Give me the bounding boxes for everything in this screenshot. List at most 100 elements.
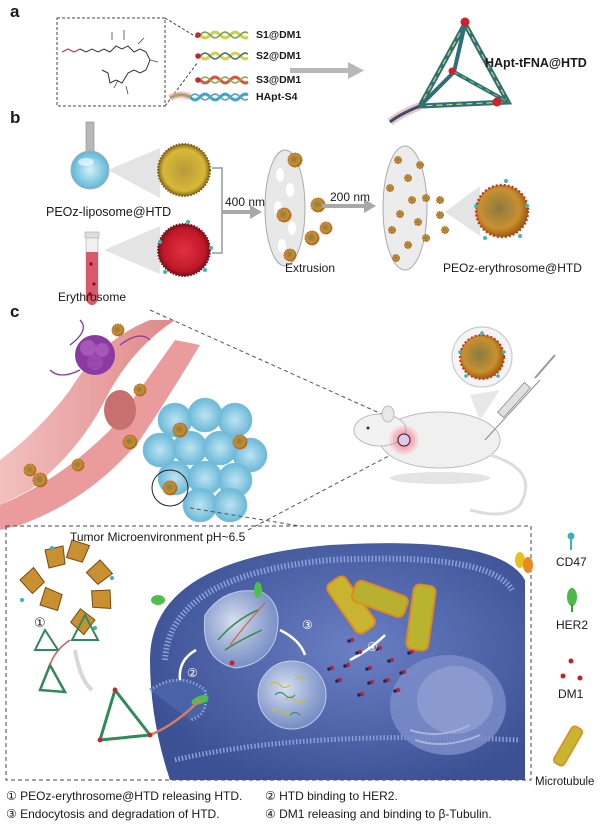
her2-icon (567, 588, 577, 612)
microtubule-structures (326, 575, 437, 652)
mouse-icon (353, 405, 528, 516)
caption-step-4: ④ DM1 releasing and binding to β-Tubulin… (265, 807, 492, 821)
dm1-dot (377, 645, 383, 651)
liposome-icon (157, 143, 211, 197)
step-4-marker: ④ (367, 640, 378, 654)
dna-strand (195, 51, 249, 61)
nanoparticle (283, 248, 297, 262)
strand-label-s3: S3@DM1 (256, 74, 302, 86)
extrude-arrow-2 (322, 199, 376, 213)
immune-cell (49, 319, 151, 376)
nanoparticle (408, 196, 416, 204)
arrow-step-4 (349, 634, 386, 662)
label-200nm: 200 nm (330, 190, 371, 204)
assembly-arrow (290, 62, 364, 79)
liposome-fragment (65, 539, 91, 563)
dm1-molecules (327, 637, 415, 697)
inset-title: Tumor Microenvironment pH~6.5 (70, 530, 246, 544)
nanoparticle (287, 152, 303, 168)
dm1-dot (385, 677, 391, 683)
label-peoz-erythrosome: PEOz-erythrosome@HTD (443, 261, 582, 275)
nanoparticle (23, 463, 37, 477)
label-erythrosome: Erythrosome (58, 290, 127, 304)
liposome-fragment (85, 559, 114, 585)
step-1-marker: ① (34, 615, 46, 630)
nanoparticle (441, 226, 449, 234)
caption-step-2: ② HTD binding to HER2. (265, 789, 398, 803)
panel-label-a: a (10, 2, 20, 21)
strand-label-s1: S1@DM1 (256, 29, 302, 41)
nanoparticle (386, 184, 394, 192)
nanoparticle (436, 196, 444, 204)
liposome-fragment (91, 589, 112, 609)
dm1-dot (359, 691, 365, 697)
legend-label-dm1: DM1 (558, 687, 584, 701)
liposome-fragment (19, 566, 45, 595)
nanoparticle (111, 323, 125, 337)
dm1-dot (337, 677, 343, 683)
zoom-circle (151, 469, 189, 507)
tumor-microenvironment-box (5, 525, 532, 781)
nanoparticle (422, 234, 430, 242)
nanoparticle (71, 458, 85, 472)
tetrahedron-dna (387, 17, 513, 126)
zoom-line-bottom (247, 449, 401, 531)
nanoparticle (436, 211, 444, 219)
nanoparticle (162, 480, 178, 496)
strand-label-s2: S2@DM1 (256, 50, 302, 62)
dm1-dot (395, 687, 401, 693)
label-400nm: 400 nm (225, 195, 266, 209)
dm1-dot (345, 662, 351, 668)
dm1-dot (349, 637, 355, 643)
nanoparticles-circulating (23, 323, 248, 496)
dm1-cap (195, 77, 201, 83)
dm1-dot (409, 649, 415, 655)
cd47-icon (567, 532, 575, 550)
nanoparticle (416, 161, 424, 169)
erythrocyte-membrane-icon (157, 220, 213, 277)
panel-label-c: c (10, 302, 20, 321)
nanoparticle (122, 434, 138, 450)
caption-step-3: ③ Endocytosis and degradation of HTD. (6, 807, 220, 821)
dna-strand (195, 75, 249, 85)
dm1-dot (389, 657, 395, 663)
dm1-dot (367, 665, 373, 671)
nanoparticle (392, 254, 400, 262)
dna-strand (168, 91, 249, 102)
nanoparticle (404, 174, 412, 182)
nanoparticle (414, 218, 422, 226)
step-2-marker: ② (187, 666, 198, 680)
dna-strands (168, 30, 249, 102)
dm1-dot (401, 669, 407, 675)
nanoparticle (396, 210, 404, 218)
liposome-fragments (19, 539, 114, 636)
nanoparticle (32, 472, 48, 488)
dm1-cap (195, 53, 201, 59)
filter-membrane-200nm (382, 145, 428, 271)
dm1-structure-box (56, 17, 199, 107)
nanoparticle (394, 156, 402, 164)
microtubule-icon (553, 725, 583, 767)
nanoparticles-filter1 (276, 152, 333, 262)
tumor-cell-sphere (187, 397, 223, 433)
tumor-mass (142, 397, 268, 523)
liposome-fragment (44, 545, 66, 569)
strand-label-hapt-s4: HApt-S4 (256, 91, 298, 103)
liposome-fragment (70, 608, 96, 636)
panel-label-b: b (10, 108, 21, 127)
arrow-step-3 (279, 628, 307, 656)
nanoparticle (232, 434, 248, 450)
merge-bracket (212, 167, 262, 254)
tumor-cell-sphere (202, 430, 238, 466)
legend-label-microtubule: Microtubule (535, 776, 595, 788)
blood-vessel (0, 320, 200, 530)
label-peoz-liposome: PEOz-liposome@HTD (46, 205, 172, 219)
erythrosome-product-icon (474, 179, 530, 240)
arrow-step-1 (73, 649, 94, 692)
endosome-vesicle (203, 590, 279, 669)
nanoparticle (319, 221, 333, 235)
legend-label-cd47: CD47 (556, 555, 587, 569)
tumor-cell-sphere (182, 487, 218, 523)
nanoparticle-zoom-bubble (451, 326, 513, 420)
